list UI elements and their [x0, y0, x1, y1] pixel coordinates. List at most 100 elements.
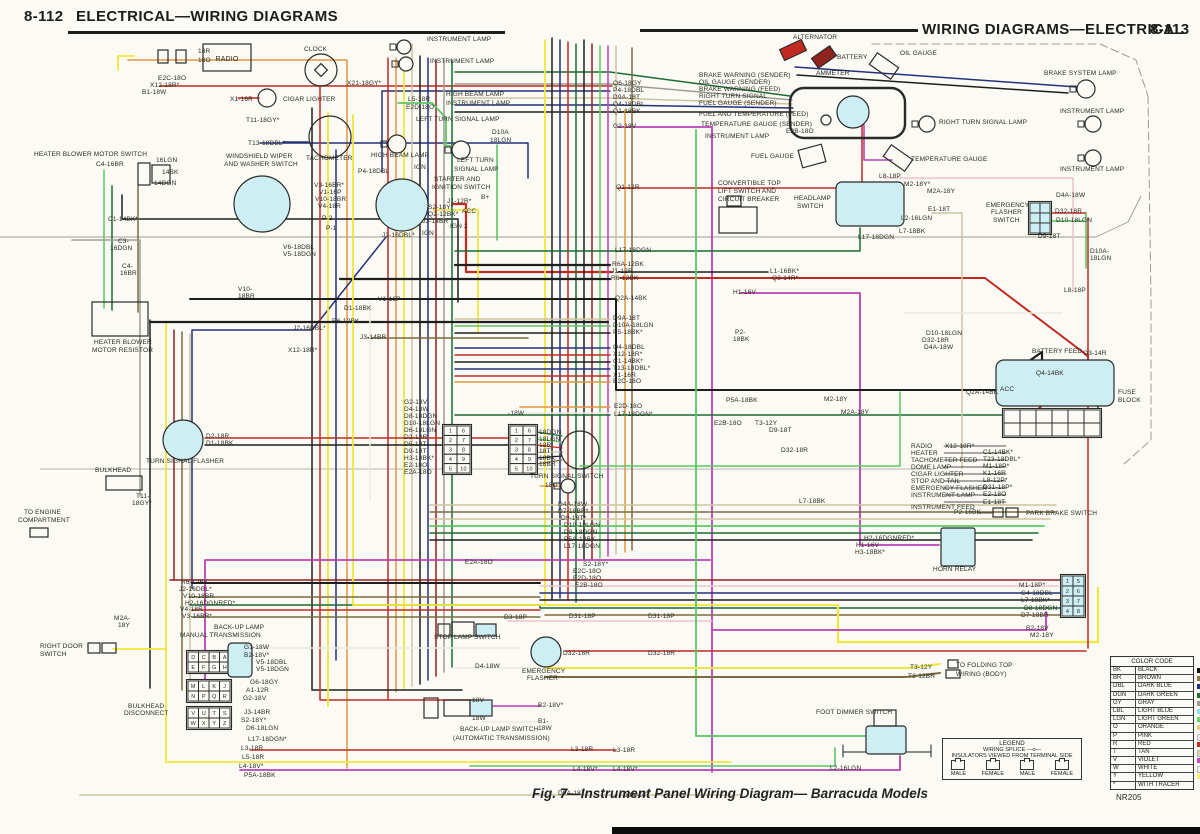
- component-box: [101, 642, 117, 654]
- wire-label: EMERGENCY: [986, 202, 1030, 209]
- wire-label: G4-18DBL: [1021, 590, 1053, 597]
- wire-label: S2-18Y*: [428, 204, 454, 211]
- wire-label: K1-16R: [983, 470, 1006, 477]
- connector-cell-label: U: [202, 711, 206, 717]
- wire-label: 14BK: [162, 169, 179, 176]
- wire-lgn: [536, 438, 563, 443]
- color-swatch: [1197, 700, 1200, 706]
- wire-y: [165, 321, 732, 763]
- wire-label: STOP LAMP SWITCH: [434, 634, 501, 641]
- page-number-left: 8-112: [24, 8, 64, 25]
- section-title-left: ELECTRICAL—WIRING DIAGRAMS: [76, 8, 339, 25]
- connector-cell-label: B: [212, 655, 216, 661]
- lamp-socket: [444, 146, 452, 154]
- color-code: BK: [1111, 667, 1136, 675]
- component-box: [940, 527, 976, 567]
- connector-cell: [456, 463, 471, 474]
- wire-label: FUEL GAUGE (SENDER): [699, 100, 777, 107]
- wire-label: 18Y: [118, 622, 131, 629]
- wire-label: 14DGN: [154, 180, 177, 187]
- wire-label: V3-16BR*: [182, 613, 212, 620]
- wire-label: CLOCK: [304, 46, 328, 53]
- wire-label: 18LGN: [539, 436, 561, 443]
- wire-label: TACHOMETER: [306, 155, 353, 162]
- color-code: T: [1111, 748, 1136, 757]
- wire-label: (AUTOMATIC TRANSMISSION): [453, 735, 550, 742]
- wire-label: H1-16V: [733, 289, 756, 296]
- wire-gy: [1123, 95, 1152, 465]
- wire-label: E2C-18O: [573, 568, 601, 575]
- wire-y: [432, 209, 479, 333]
- wire-label: M2-18Y: [824, 396, 848, 403]
- wire-label: INSTRUMENT LAMP: [427, 36, 491, 43]
- lamp-socket: [911, 120, 919, 128]
- wire-label: D4A-18W: [1056, 192, 1086, 199]
- connector-cell-label: 10: [526, 466, 532, 472]
- wire-label: L5-18R: [408, 96, 430, 103]
- connector-cell-label: P: [202, 694, 206, 700]
- wire-label: D9A-18T: [558, 790, 585, 797]
- wire-y: [544, 663, 941, 669]
- wire-label: L17-18DGN: [564, 543, 600, 550]
- wire-label: 18LGN: [1090, 255, 1112, 262]
- wire-label: V4-18R: [180, 606, 203, 613]
- wire-label: EMERGENCY: [522, 668, 566, 675]
- wire-label: D5-18T: [404, 441, 427, 448]
- wire-label: L17-18DGN: [615, 247, 651, 254]
- wire-label: D9-18T*: [561, 515, 587, 522]
- wire-label: V5-18DGN: [283, 251, 316, 258]
- color-swatch: [1197, 766, 1200, 774]
- component-circle: [375, 178, 429, 232]
- wire-label: ACC: [462, 208, 476, 215]
- wire-label: CIGAR LIGHTER: [911, 471, 964, 478]
- wire-dbl: [794, 66, 1078, 88]
- wire-label: Q1-18BK: [613, 108, 641, 115]
- wire-t: [454, 97, 793, 105]
- wire-dgn: [454, 71, 791, 97]
- color-code: GY: [1111, 699, 1136, 707]
- wire-label: P-2: [322, 215, 333, 222]
- wire-br: [544, 672, 941, 678]
- wire-label: D3-18P: [504, 614, 527, 621]
- component-box: [945, 669, 961, 679]
- wire-label: R6-12BK: [332, 318, 360, 325]
- connector-cell-label: 7: [1077, 599, 1080, 605]
- wire-label: LEFT TURN: [457, 157, 494, 164]
- wire-label: P5A-18BK: [564, 536, 596, 543]
- wire-label: Q4-18DBL: [613, 101, 645, 108]
- wire-label: RIGHT DOOR: [40, 643, 83, 650]
- wire-label: E2D-18O: [406, 104, 434, 111]
- color-swatch: [1197, 692, 1200, 698]
- wire-r: [319, 85, 476, 701]
- wire-label: D32-18R: [563, 650, 590, 657]
- wire-label: B2-18V: [1026, 625, 1049, 632]
- wire-label: D7-18BR*: [558, 508, 589, 515]
- wire-label: D10-18LGN: [404, 420, 440, 427]
- wire-label: D31-18P: [648, 613, 675, 620]
- wire-label: V1-16P: [378, 296, 401, 303]
- legend-title: LEGEND: [999, 740, 1025, 747]
- color-swatch: [1197, 733, 1200, 741]
- connector-cell-label: 1: [449, 429, 452, 435]
- connector-cell-label: 6: [462, 429, 465, 435]
- wire-label: J2-16DBL*: [179, 586, 212, 593]
- wire-label: E1-18T: [928, 206, 950, 213]
- wire-label: L7-18BK: [899, 228, 926, 235]
- wire-v: [711, 611, 1047, 631]
- wire-label: B1-18W: [142, 89, 167, 96]
- color-swatch: [1197, 725, 1200, 731]
- component-circle: [257, 88, 277, 108]
- wire-label: MOTOR RESISTOR: [92, 347, 153, 354]
- wire-label: LIFT SWITCH AND: [718, 188, 776, 195]
- component-box: [451, 621, 475, 637]
- wire-label: HORN RELAY: [933, 566, 977, 573]
- wire-label: SWITCH: [797, 203, 824, 210]
- component-box: [423, 697, 439, 719]
- wire-label: RIGHT TURN SIGNAL LAMP: [939, 119, 1027, 126]
- wire-label: HIGH BEAM LAMP: [446, 91, 504, 98]
- terminal-insulator-icon: [1054, 758, 1069, 770]
